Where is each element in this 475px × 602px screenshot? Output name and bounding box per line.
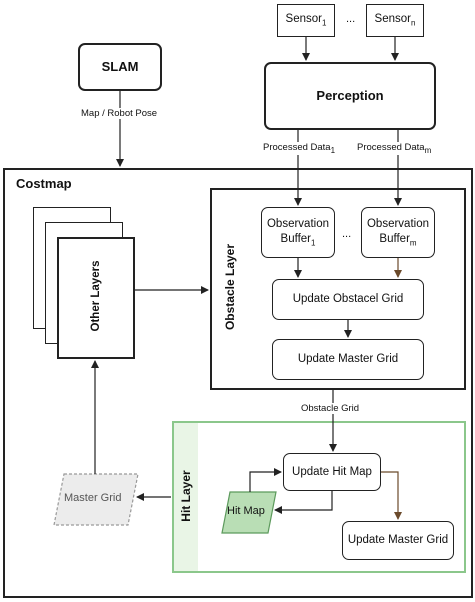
observation-buffer-1-label: Observation Buffer1 xyxy=(266,218,329,247)
sensor-ellipsis: ... xyxy=(345,13,357,25)
sensor-n-node: Sensorn xyxy=(366,4,424,37)
sensor-1-label: Sensor1 xyxy=(285,13,327,28)
hit-map-label: Hit Map xyxy=(227,505,265,517)
sensor-1-node: Sensor1 xyxy=(277,4,335,37)
update-master-grid-hit-node: Update Master Grid xyxy=(342,521,454,560)
master-grid-label: Master Grid xyxy=(64,492,122,504)
other-layers-node xyxy=(57,237,135,359)
observation-buffer-m-node: Observation Bufferm xyxy=(361,207,435,258)
update-master-grid-obstacle-node: Update Master Grid xyxy=(272,339,424,380)
edge-updatehit-hitmap xyxy=(274,491,333,514)
edge-updatehit-master xyxy=(381,471,402,520)
observation-buffer-m-label: Observation Bufferm xyxy=(366,218,429,247)
perception-node: Perception xyxy=(264,62,436,130)
edge-label-processed-1: Processed Data1 xyxy=(262,142,337,155)
update-hit-map-node: Update Hit Map xyxy=(283,453,381,491)
sensor-n-label: Sensorn xyxy=(374,13,416,28)
hit-layer-title-band xyxy=(174,423,198,571)
costmap-title: Costmap xyxy=(16,176,72,191)
edge-label-map-pose: Map / Robot Pose xyxy=(80,108,159,119)
edge-hitmap-updatehit xyxy=(249,468,282,492)
master-grid-shape xyxy=(53,473,139,526)
update-obstacle-grid-node: Update Obstacel Grid xyxy=(272,279,424,320)
edge-label-obstacle-grid: Obstacle Grid xyxy=(300,403,361,414)
edge-label-processed-m: Processed Datam xyxy=(356,142,433,155)
buffer-ellipsis: ... xyxy=(341,228,353,240)
observation-buffer-1-node: Observation Buffer1 xyxy=(261,207,335,258)
hit-map-shape xyxy=(221,491,277,534)
slam-node: SLAM xyxy=(78,43,162,91)
